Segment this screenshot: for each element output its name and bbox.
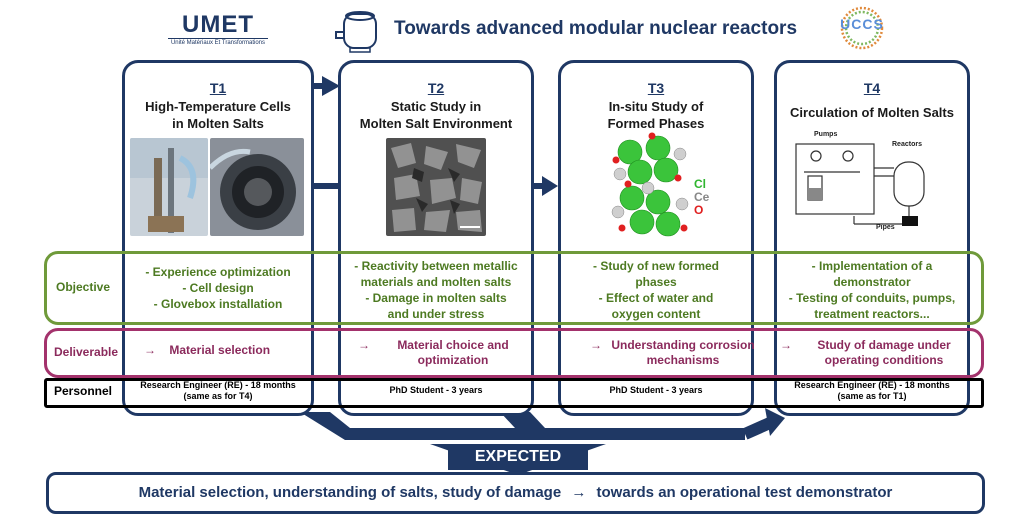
objective-t3: - Study of new formed phases - Effect of… [558,258,754,322]
deliverable-line: Understanding corrosion [611,338,755,352]
personnel-line: (same as for T1) [837,391,907,401]
objective-line: - Glovebox installation [153,297,283,311]
personnel-t3: PhD Student - 3 years [558,385,754,396]
objective-line: - Damage in molten salts [365,291,507,305]
deliverable-t2: → Material choice and optimization [358,338,528,368]
objective-line: - Implementation of a [811,259,933,273]
objective-line: and under stress [387,307,485,321]
deliverable-line: Study of damage under [817,338,951,352]
task-title-line2: Molten Salt Environment [359,116,513,131]
objective-bar [44,251,984,325]
deliverable-line: operating conditions [824,353,944,367]
personnel-label: Personnel [54,384,113,398]
expected-outcome-text: Material selection, understanding of sal… [49,475,982,511]
task-box-t4 [774,60,970,416]
uccs-logo: UCCS [826,6,898,52]
umet-logo-subtitle: Unité Matériaux Et Transformations [168,38,268,47]
expected-outcome-box: Material selection, understanding of sal… [46,472,985,514]
task-box-t3 [558,60,754,416]
t3-legend: Cl Ce O [694,178,709,217]
personnel-t4: Research Engineer (RE) - 18 months (same… [774,380,970,402]
objective-line: treatment reactors... [814,307,930,321]
task-title-line2: Formed Phases [607,116,705,131]
deliverable-line: optimization [417,353,489,367]
t4-label-pumps: Pumps [814,131,838,138]
deliverable-t4: → Study of damage under operating condit… [780,338,970,368]
objective-line: - Testing of conduits, pumps, [788,291,956,305]
objective-line: phases [635,275,677,289]
arrow-right-icon: → [358,338,370,352]
outcome-right: towards an operational test demonstrator [596,484,893,501]
task-id: T4 [863,80,881,96]
objective-line: materials and molten salts [360,275,512,289]
personnel-t2: PhD Student - 3 years [338,385,534,396]
umet-logo-text: UMET [182,11,254,38]
personnel-line: PhD Student - 3 years [389,385,483,395]
legend-cl: Cl [694,177,706,191]
arrow-right-icon: → [780,338,792,352]
legend-o: O [694,203,704,217]
deliverable-line: Material choice and [397,338,509,352]
task-id: T3 [647,80,665,96]
objective-line: - Reactivity between metallic [354,259,518,273]
objective-line: - Experience optimization [145,265,291,279]
t3-crystal-structure [611,132,689,237]
legend-ce: Ce [694,190,710,204]
outcome-left: Material selection, understanding of sal… [138,484,562,501]
objective-t1: - Experience optimization - Cell design … [122,264,314,312]
arrow-right-icon: → [144,343,156,357]
task-box-t1 [122,60,314,416]
task-title-line1: In-situ Study of [608,99,704,114]
objective-line: oxygen content [611,307,701,321]
uccs-logo-text: UCCS [840,16,884,32]
personnel-bar [44,378,984,408]
task-title-line2: in Molten Salts [172,116,264,131]
objective-t4: - Implementation of a demonstrator - Tes… [774,258,970,322]
objective-line: demonstrator [833,275,911,289]
t4-label-pipes: Pipes [876,224,895,231]
personnel-line: PhD Student - 3 years [609,385,703,395]
task-title-line1: Static Study in [390,99,482,114]
task-title-line1: High-Temperature Cells [145,99,291,114]
arrow-right-icon: → [590,338,602,352]
t4-label-reactors: Reactors [892,141,922,148]
deliverable-t1: → Material selection [144,343,270,358]
t4-loop-schematic [795,143,925,226]
task-id: T1 [209,80,227,96]
t1-photo-glovebox [210,138,304,236]
task-header-t2: T2 Static Study in Molten Salt Environme… [338,80,534,132]
deliverable-label: Deliverable [54,345,119,359]
task-header-t3: T3 In-situ Study of Formed Phases [558,80,754,132]
reactor-icon [335,11,377,53]
deliverable-line: Material selection [169,343,271,357]
deliverable-line: mechanisms [646,353,720,367]
umet-logo: UMET Unité Matériaux Et Transformations [168,12,268,47]
objective-line: - Effect of water and [598,291,714,305]
expected-label: EXPECTED [448,444,588,470]
objective-line: - Study of new formed [593,259,719,273]
objective-line: - Cell design [182,281,254,295]
objective-t2: - Reactivity between metallic materials … [338,258,534,322]
t2-sem-image [386,138,486,236]
personnel-line: (same as for T4) [183,391,253,401]
task-title-line1: Circulation of Molten Salts [790,105,954,120]
t1-photo-cell [130,138,208,236]
personnel-line: Research Engineer (RE) - 18 months [794,380,950,390]
deliverable-bar [44,328,984,378]
personnel-t1: Research Engineer (RE) - 18 months (same… [122,380,314,402]
task-box-t2 [338,60,534,416]
objective-label: Objective [56,280,111,294]
deliverable-t3: → Understanding corrosion mechanisms [590,338,760,368]
personnel-line: Research Engineer (RE) - 18 months [140,380,296,390]
task-id: T2 [427,80,445,96]
uccs-ring-icon [840,6,884,50]
task-header-t4: T4 Circulation of Molten Salts [774,80,970,121]
task-header-t1: T1 High-Temperature Cells in Molten Salt… [122,80,314,132]
arrow-right-icon: → [571,484,587,501]
page-title: Towards advanced modular nuclear reactor… [394,18,798,39]
